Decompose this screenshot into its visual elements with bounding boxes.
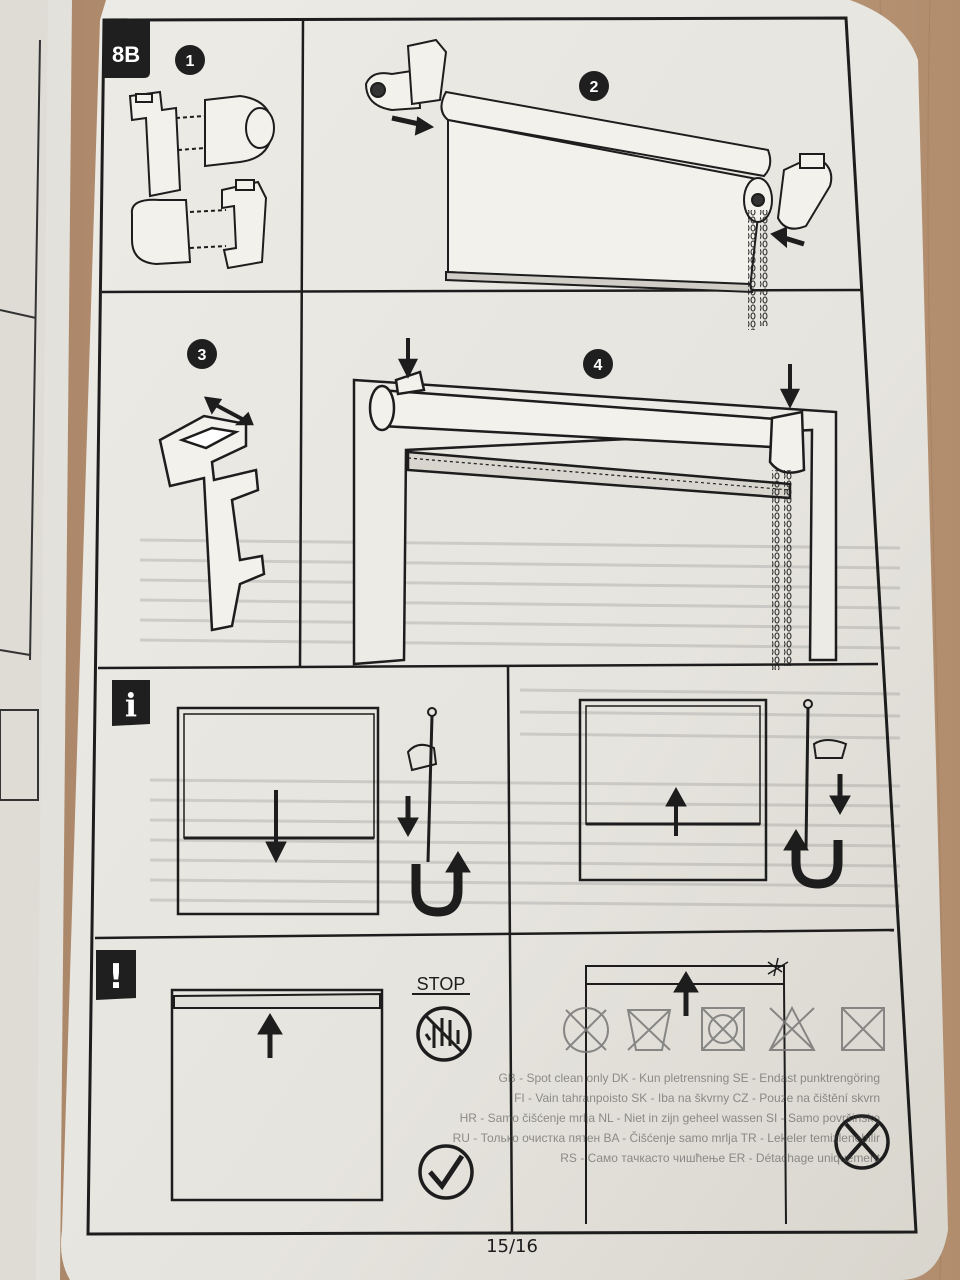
step-4-chain-2: [784, 470, 792, 666]
info-badge: i: [112, 680, 150, 726]
step-2-chain-2: [760, 210, 768, 326]
svg-text:!: !: [108, 957, 124, 997]
svg-text:i: i: [125, 686, 137, 724]
no-iron-icon: [841, 1007, 885, 1051]
no-bleach-icon: [768, 1005, 816, 1051]
svg-text:RS - Само тачкасто чишћење ER: RS - Само тачкасто чишћење ER - Détachag…: [560, 1151, 880, 1165]
step-3-badge: 3: [187, 339, 217, 369]
svg-text:STOP: STOP: [417, 974, 466, 994]
svg-text:GB - Spot clean only DK - Kun: GB - Spot clean only DK - Kun pletrensni…: [498, 1071, 880, 1085]
info-release-up-illustration: [578, 698, 851, 889]
no-wash-icon: [626, 1009, 672, 1051]
svg-text:FI - Vain tahranpoisto SK - I: FI - Vain tahranpoisto SK - Iba na škvrn…: [514, 1091, 880, 1105]
svg-text:HR - Samo čišćenje mrlja NL -: HR - Samo čišćenje mrlja NL - Niet in zi…: [460, 1111, 881, 1125]
section-tag-label: 8B: [112, 42, 140, 67]
step-4-illustration: [352, 338, 838, 666]
section-tag: 8B: [104, 20, 150, 78]
manual-page: [61, 0, 948, 1280]
page-frame: [86, 16, 918, 1236]
info-pull-down-illustration: [176, 706, 471, 917]
svg-text:2: 2: [590, 79, 599, 96]
step-1-illustration: [128, 90, 275, 270]
step-2-illustration: [364, 38, 833, 294]
warning-badge: !: [96, 950, 136, 1000]
step-4-badge: 4: [583, 349, 613, 379]
care-text: GB - Spot clean only DK - Kun pletrensni…: [453, 1071, 881, 1165]
step-2-chain: [748, 210, 756, 330]
no-dry-clean-icon: [563, 1007, 609, 1053]
svg-text:3: 3: [198, 347, 207, 364]
svg-text:4: 4: [594, 357, 603, 374]
svg-text:RU - Только очистка пятен BA: RU - Только очистка пятен BA - Čišćenje …: [453, 1130, 880, 1145]
step-2-badge: 2: [579, 71, 609, 101]
step-3-illustration: [158, 396, 266, 632]
stop-label: STOP: [412, 974, 470, 995]
care-symbols: [563, 1005, 885, 1053]
svg-text:1: 1: [186, 53, 195, 70]
no-tumble-dry-icon: [701, 1007, 745, 1051]
page-number: 15/16: [486, 1236, 538, 1257]
step-4-chain: [772, 470, 780, 670]
warning-controlled-illustration: [170, 988, 474, 1202]
step-1-badge: 1: [175, 45, 205, 75]
